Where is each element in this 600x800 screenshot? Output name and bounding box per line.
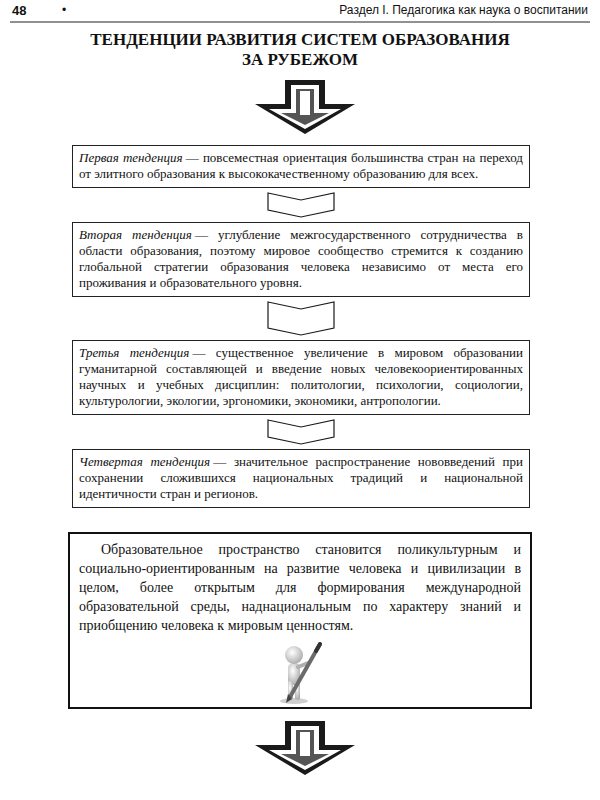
big-down-arrow — [255, 721, 355, 775]
chevron-connector — [268, 193, 334, 217]
chevron-connector — [268, 302, 334, 335]
header-rule — [10, 22, 590, 23]
chevron-connector — [268, 420, 334, 444]
big-down-arrow — [255, 80, 355, 134]
summary-box: Образовательное пространство становится … — [68, 532, 532, 709]
box-text: Образовательное пространство становится … — [79, 540, 521, 635]
tendency-box: Третья тенденция— существенное увеличени… — [72, 340, 530, 415]
running-header: Раздел I. Педагогика как наука о воспита… — [339, 3, 588, 18]
tendency-box: Вторая тенденция— углубление межгосударс… — [72, 222, 530, 297]
tendency-box: Четвертая тенденция— значительное распро… — [72, 449, 530, 508]
tendency-heading: Вторая тенденция — [79, 227, 192, 242]
tendency-heading: Первая тенденция — [79, 150, 183, 165]
tendency-heading: Третья тенденция — [79, 345, 189, 360]
person-with-pencil — [272, 641, 328, 705]
diagram-title: ТЕНДЕНЦИИ РАЗВИТИЯ СИСТЕМ ОБРАЗОВАНИЯ ЗА… — [80, 30, 520, 70]
tendency-heading: Четвертая тенденция — [79, 454, 210, 469]
tendency-box: Первая тенденция— повсеместная ориентаци… — [72, 145, 530, 188]
page-number: 48 — [12, 3, 26, 18]
bullet: • — [62, 3, 66, 18]
